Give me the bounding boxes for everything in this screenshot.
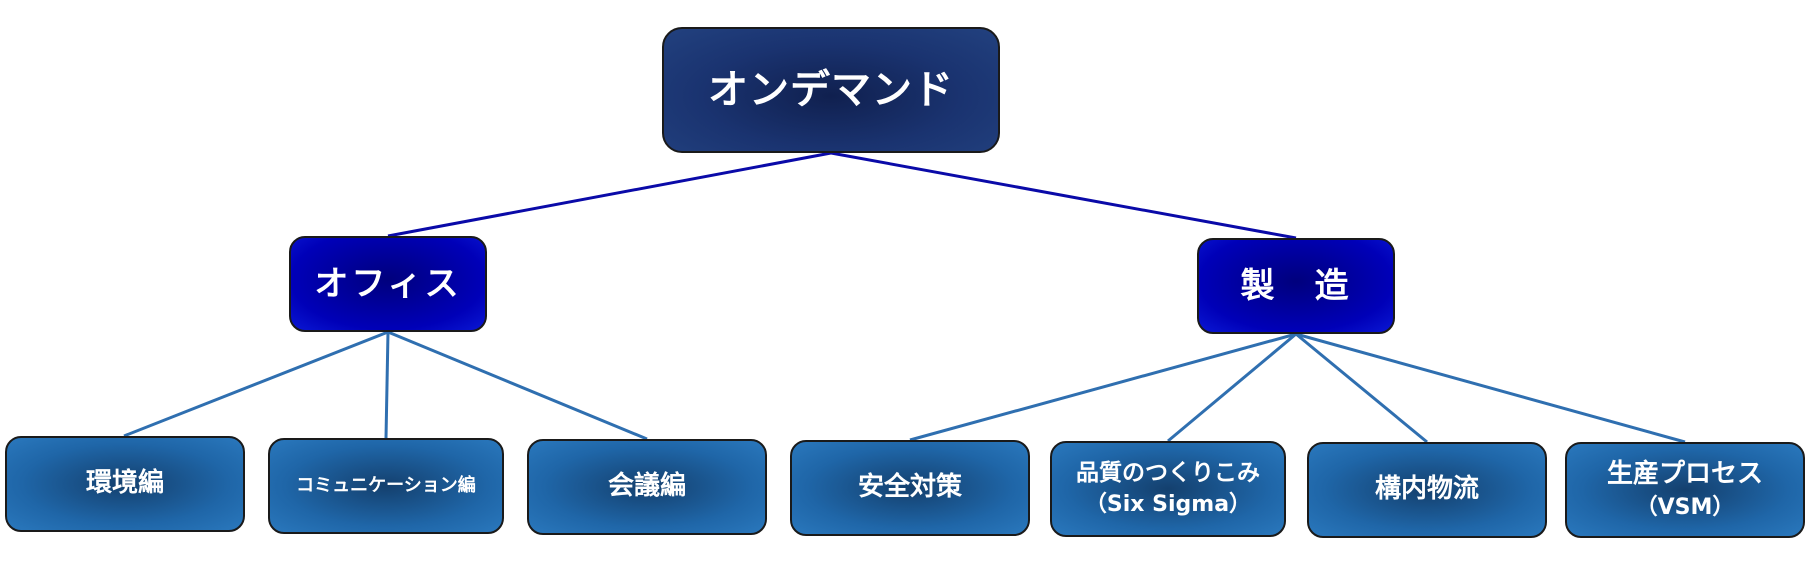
node-root-label: オンデマンド [708, 67, 954, 113]
node-production-process-sublabel: （VSM） [1635, 494, 1735, 520]
connector-mfg-quality [1167, 332, 1297, 443]
node-safety: 安全対策 [790, 440, 1030, 536]
connector-office-communication [384, 331, 390, 439]
connector-mfg-process [1295, 332, 1686, 444]
node-office-label: オフィス [314, 263, 462, 304]
connector-root-manufacturing [830, 151, 1297, 240]
node-meeting: 会議編 [527, 439, 767, 535]
node-office: オフィス [289, 236, 487, 332]
node-communication-label: コミュニケーション編 [296, 475, 476, 497]
node-manufacturing-label: 製 造 [1240, 265, 1352, 306]
node-quality: 品質のつくりこみ （Six Sigma） [1050, 441, 1286, 537]
node-quality-sublabel: （Six Sigma） [1084, 491, 1252, 517]
node-meeting-label: 会議編 [607, 471, 686, 502]
node-quality-label: 品質のつくりこみ [1076, 459, 1260, 486]
node-safety-label: 安全対策 [857, 472, 962, 503]
connector-office-meeting [387, 330, 648, 441]
connector-office-environment [123, 330, 389, 438]
connector-mfg-safety [909, 332, 1297, 442]
node-manufacturing: 製 造 [1197, 238, 1395, 334]
connector-mfg-logistics [1295, 332, 1428, 444]
node-communication: コミュニケーション編 [268, 438, 504, 534]
connector-root-office [387, 151, 832, 238]
node-logistics: 構内物流 [1307, 442, 1547, 538]
node-root-on-demand: オンデマンド [662, 27, 1000, 153]
node-production-process: 生産プロセス （VSM） [1565, 442, 1805, 538]
node-production-process-label: 生産プロセス [1606, 458, 1763, 489]
node-environment-label: 環境編 [85, 468, 164, 499]
node-environment: 環境編 [5, 436, 245, 532]
node-logistics-label: 構内物流 [1374, 474, 1479, 505]
